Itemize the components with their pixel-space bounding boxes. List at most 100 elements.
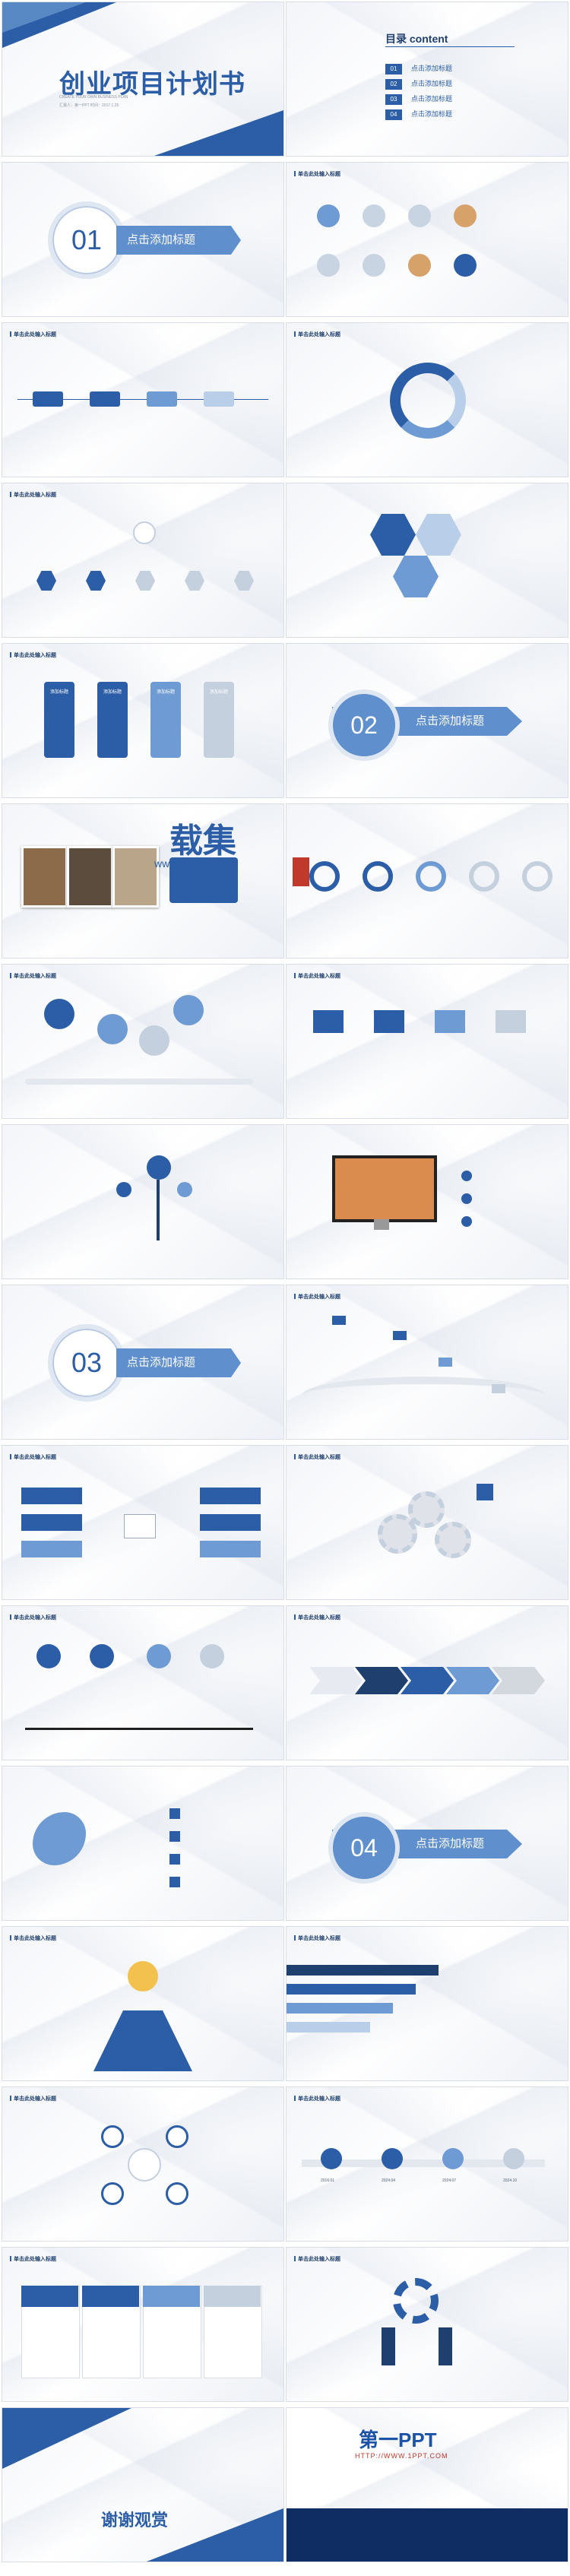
slide-gears[interactable]: 单击此处输入标题 xyxy=(286,1445,568,1600)
slide-header: 单击此处输入标题 xyxy=(10,1934,56,1942)
leaf-cluster xyxy=(33,1812,86,1865)
toc-item-3[interactable]: 03 点击添加标题 xyxy=(385,93,452,105)
gear-2 xyxy=(408,1491,445,1528)
hub-node-3 xyxy=(101,2182,124,2205)
gear-1 xyxy=(378,1514,417,1554)
branch-left-3 xyxy=(21,1541,82,1557)
slide-leaf-tree[interactable] xyxy=(2,1766,284,1921)
title-card-1: 添加标题 xyxy=(44,682,74,758)
title-card-3: 添加标题 xyxy=(150,682,181,758)
process-box-4 xyxy=(204,391,234,407)
slide-icon-columns[interactable]: 单击此处输入标题 xyxy=(2,1605,284,1760)
circle-icon-5 xyxy=(317,254,340,277)
ring-icon-1 xyxy=(309,861,340,892)
photo-3 xyxy=(112,846,159,908)
slide-circles-row[interactable]: 单击此处输入标题 xyxy=(286,162,568,317)
flag-1 xyxy=(332,1316,346,1325)
slide-thanks[interactable]: 谢谢观赏 xyxy=(2,2407,284,2562)
flag-4 xyxy=(492,1384,505,1393)
column-icon-1 xyxy=(36,1644,61,1668)
slide-monitor[interactable] xyxy=(286,1124,568,1279)
slide-header: 单击此处输入标题 xyxy=(10,651,56,659)
cycle-hex-3 xyxy=(393,556,439,597)
slide-stripes[interactable]: 单击此处输入标题 xyxy=(286,1926,568,2081)
thanks-corner-top xyxy=(2,2408,131,2469)
slide-ring-icons[interactable] xyxy=(286,803,568,958)
section-number: 03 xyxy=(71,1347,103,1378)
slide-header: 单击此处输入标题 xyxy=(294,1934,340,1942)
slide-title-cards[interactable]: 单击此处输入标题 添加标题 添加标题 添加标题 添加标题 xyxy=(2,643,284,798)
section-number-circle: 02 xyxy=(328,689,400,761)
tab-head-4 xyxy=(204,2286,261,2307)
bullet-icon-2 xyxy=(461,1193,472,1204)
slide-arrows[interactable]: 单击此处输入标题 xyxy=(286,1605,568,1760)
column-icon-3 xyxy=(147,1644,171,1668)
circle-icon-6 xyxy=(363,254,385,277)
slide-section-02[interactable]: 点击添加标题 02 xyxy=(286,643,568,798)
photo-2 xyxy=(67,846,113,908)
timeline-date-2: 2024.04 xyxy=(382,2178,396,2183)
slide-gear-cards[interactable]: 单击此处输入标题 xyxy=(286,964,568,1119)
slide-header: 单击此处输入标题 xyxy=(294,331,340,338)
slide-brand[interactable]: 第一PPT HTTP://WWW.1PPT.COM xyxy=(286,2407,568,2562)
slide-header: 单击此处输入标题 xyxy=(10,2095,56,2102)
slide-hub[interactable]: 单击此处输入标题 xyxy=(2,2086,284,2242)
gear-card-3 xyxy=(435,1010,465,1033)
ring-icon-3 xyxy=(416,861,446,892)
circle-icon-4 xyxy=(454,204,477,227)
slide-donut[interactable]: 单击此处输入标题 xyxy=(286,322,568,477)
slide-bulb[interactable]: 单击此处输入标题 xyxy=(2,1926,284,2081)
timeline-dot-1 xyxy=(321,2148,342,2169)
slide-tree[interactable] xyxy=(2,1124,284,1279)
branch-left-1 xyxy=(21,1488,82,1504)
slide-section-01[interactable]: 01 点击添加标题 xyxy=(2,162,284,317)
slide-process-boxes[interactable]: 单击此处输入标题 xyxy=(2,322,284,477)
stripe-3 xyxy=(287,2003,393,2014)
slide-header: 单击此处输入标题 xyxy=(10,972,56,980)
team-gear-large xyxy=(393,2278,439,2324)
branch-right-3 xyxy=(200,1541,261,1557)
stripe-2 xyxy=(287,1984,416,1995)
hex-2 xyxy=(86,571,106,591)
slide-cover[interactable]: 创业项目计划书 CREATE YOUR OWN BUSINESS PLAN 汇报… xyxy=(2,2,284,157)
section-title-bar: 点击添加标题 xyxy=(116,1348,241,1377)
timeline-bar xyxy=(302,2159,545,2167)
list-marker-1 xyxy=(169,1808,180,1819)
slide-branches[interactable]: 单击此处输入标题 xyxy=(2,1445,284,1600)
slide-section-04[interactable]: 点击添加标题 04 xyxy=(286,1766,568,1921)
hub-node-1 xyxy=(101,2125,124,2148)
slide-teamwork[interactable]: 单击此处输入标题 xyxy=(286,2247,568,2402)
slide-section-03[interactable]: 03 点击添加标题 xyxy=(2,1285,284,1440)
person-figure-2 xyxy=(439,2327,452,2365)
circle-icon-7 xyxy=(408,254,431,277)
toc-rule xyxy=(385,46,515,47)
slide-pins[interactable]: 单击此处输入标题 xyxy=(2,964,284,1119)
slide-timeline[interactable]: 单击此处输入标题 2016.01 2024.04 2024.07 2024.10 xyxy=(286,2086,568,2242)
slide-hexagons[interactable]: 单击此处输入标题 xyxy=(2,483,284,638)
toc-label-3: 点击添加标题 xyxy=(411,95,453,103)
slide-photos[interactable]: 载集 www.xiazai.red xyxy=(2,803,284,958)
slide-tabs[interactable]: 单击此处输入标题 xyxy=(2,2247,284,2402)
brand-url[interactable]: HTTP://WWW.1PPT.COM xyxy=(355,2452,448,2460)
hub-node-4 xyxy=(166,2182,188,2205)
timeline-date-4: 2024.10 xyxy=(503,2178,518,2183)
section-number: 04 xyxy=(350,1834,378,1862)
pin-4 xyxy=(173,995,204,1025)
slide-flags[interactable]: 单击此处输入标题 xyxy=(286,1285,568,1440)
gear-card-4 xyxy=(496,1010,526,1033)
section-number: 01 xyxy=(71,224,103,255)
flag-2 xyxy=(393,1331,407,1340)
column-baseline xyxy=(25,1728,253,1730)
photo-1 xyxy=(21,846,68,908)
ring-icon-4 xyxy=(469,861,499,892)
gear-card-1 xyxy=(313,1010,344,1033)
slide-header: 单击此处输入标题 xyxy=(10,2255,56,2263)
slide-hex-cycle[interactable] xyxy=(286,483,568,638)
ring-icon-2 xyxy=(363,861,393,892)
hub-center xyxy=(128,2148,161,2182)
toc-num-3: 03 xyxy=(385,94,402,105)
